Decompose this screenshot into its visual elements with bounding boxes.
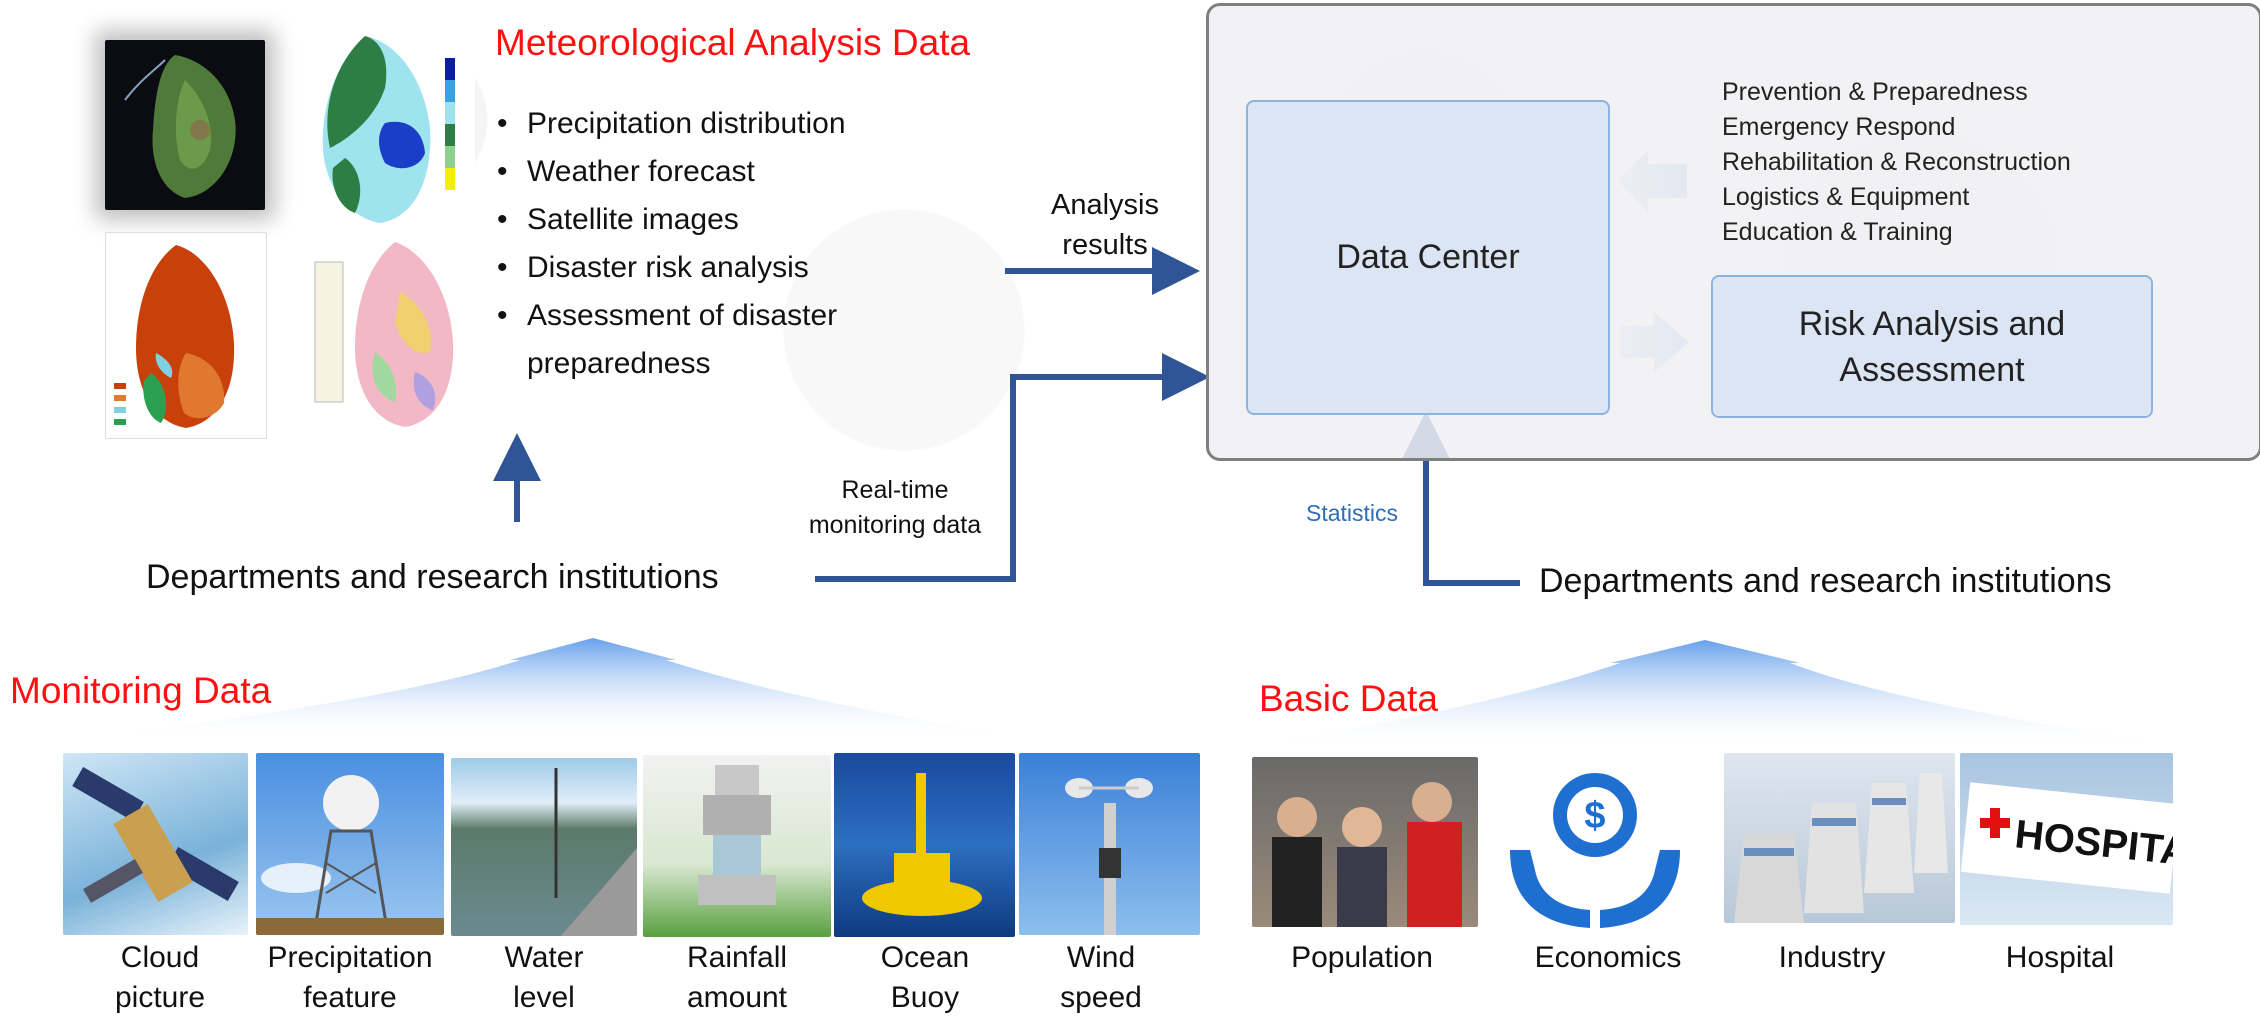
- monitoring-data-title: Monitoring Data: [10, 670, 272, 711]
- crowd-graphic: [1272, 782, 1462, 927]
- monitoring-caption: Rainfall amount: [637, 938, 837, 1018]
- wind-speed-image: [1019, 753, 1200, 935]
- caption-line1: Ocean: [880, 941, 970, 974]
- monitoring-caption: Water level: [444, 938, 644, 1018]
- satellite-image-graphic: [124, 55, 236, 198]
- satellite-image: [105, 40, 265, 210]
- bullet-item: Weather forecast: [495, 148, 915, 196]
- caption-line1: Wind: [1066, 941, 1136, 974]
- population-image: [1252, 757, 1478, 927]
- bullet-item: Disaster risk analysis: [495, 244, 915, 292]
- risk-map-image: [105, 232, 267, 439]
- meteorological-title: Meteorological Analysis Data: [495, 22, 971, 63]
- bullet-item: Precipitation distribution: [495, 100, 915, 148]
- management-item: Rehabilitation & Reconstruction: [1722, 148, 2071, 176]
- hands-dollar-icon: $: [1510, 773, 1680, 928]
- monitoring-fan-arrow: [70, 638, 1010, 740]
- risk-analysis-box: Risk Analysis and Assessment: [1711, 275, 2153, 418]
- realtime-label: Real-time monitoring data: [780, 473, 1010, 543]
- management-item: Emergency Respond: [1722, 113, 1956, 141]
- caption-line1: Precipitation: [267, 941, 433, 974]
- caption-line2: picture: [114, 981, 206, 1014]
- cooling-towers-graphic: [1734, 773, 1948, 923]
- management-list: Prevention & Preparedness Emergency Resp…: [1722, 75, 2071, 250]
- data-center-box: Data Center: [1246, 100, 1610, 415]
- satellite-station-graphic: [72, 766, 239, 903]
- hospital-sign-graphic: HOSPITAL: [1960, 782, 2173, 894]
- management-item: Logistics & Equipment: [1722, 183, 1970, 211]
- basic-caption: Hospital: [2005, 941, 2115, 974]
- water-level-image: [451, 758, 637, 936]
- economics-icon: $: [1500, 760, 1690, 930]
- monitoring-caption: Cloud picture: [60, 938, 260, 1018]
- basic-caption: Population: [1291, 941, 1433, 974]
- departments-left: Departments and research institutions: [146, 558, 719, 596]
- ocean-buoy-image: [834, 753, 1015, 937]
- monitoring-caption: Ocean Buoy: [825, 938, 1025, 1018]
- caption-line2: Buoy: [890, 981, 960, 1014]
- monitoring-caption: Precipitation feature: [250, 938, 450, 1018]
- precipitation-map-image: [305, 28, 475, 228]
- radar-tower-graphic: [256, 775, 444, 935]
- rain-gauge-graphic: [698, 765, 776, 905]
- rainfall-amount-image: [643, 755, 831, 937]
- industry-image: [1724, 753, 1955, 923]
- realtime-line2: monitoring data: [808, 511, 982, 539]
- departments-right: Departments and research institutions: [1539, 562, 2112, 600]
- realtime-line1: Real-time: [841, 476, 949, 504]
- caption-line2: feature: [303, 981, 397, 1014]
- management-item: Education & Training: [1722, 218, 1953, 246]
- analysis-results-label: Analysis results: [1020, 185, 1190, 265]
- caption-line2: amount: [686, 981, 788, 1014]
- analysis-results-line2: results: [1062, 229, 1148, 261]
- zone-map-graphic: [314, 242, 454, 427]
- bullet-item: Satellite images: [495, 196, 915, 244]
- analysis-results-line1: Analysis: [1051, 189, 1159, 221]
- risk-analysis-line2: Assessment: [1839, 350, 2025, 389]
- caption-line2: speed: [1060, 981, 1142, 1014]
- cloud-picture-image: [63, 753, 248, 935]
- svg-text:$: $: [1584, 795, 1605, 837]
- precipitation-map-graphic: [322, 36, 455, 223]
- caption-line1: Rainfall: [686, 941, 788, 974]
- anemometer-graphic: [1065, 778, 1153, 935]
- realtime-monitoring-arrow: [815, 353, 1210, 582]
- basic-fan-arrow: [1245, 640, 2180, 748]
- monitoring-caption: Wind speed: [1001, 938, 1201, 1018]
- meteorological-bullet-list: Precipitation distribution Weather forec…: [495, 100, 915, 340]
- risk-analysis-line1: Risk Analysis and: [1798, 304, 2066, 343]
- buoy-graphic: [862, 773, 982, 916]
- caption-line2: level: [513, 981, 575, 1014]
- caption-line1: Cloud: [120, 941, 200, 974]
- statistics-label: Statistics: [1306, 500, 1399, 526]
- basic-caption: Economics: [1534, 941, 1682, 974]
- hospital-image: HOSPITAL: [1960, 753, 2173, 925]
- basic-caption: Industry: [1778, 941, 1886, 974]
- water-gauge-graphic: [554, 768, 637, 936]
- zone-map-image: [305, 232, 475, 437]
- bullet-item-continuation: preparedness: [527, 347, 711, 380]
- statistics-arrow: [1402, 411, 1520, 586]
- precipitation-feature-image: [256, 753, 444, 935]
- caption-line1: Water: [504, 941, 584, 974]
- bullet-item: Assessment of disaster: [495, 292, 915, 340]
- basic-data-title: Basic Data: [1259, 678, 1438, 719]
- risk-map-graphic: [114, 245, 235, 428]
- management-item: Prevention & Preparedness: [1722, 78, 2028, 106]
